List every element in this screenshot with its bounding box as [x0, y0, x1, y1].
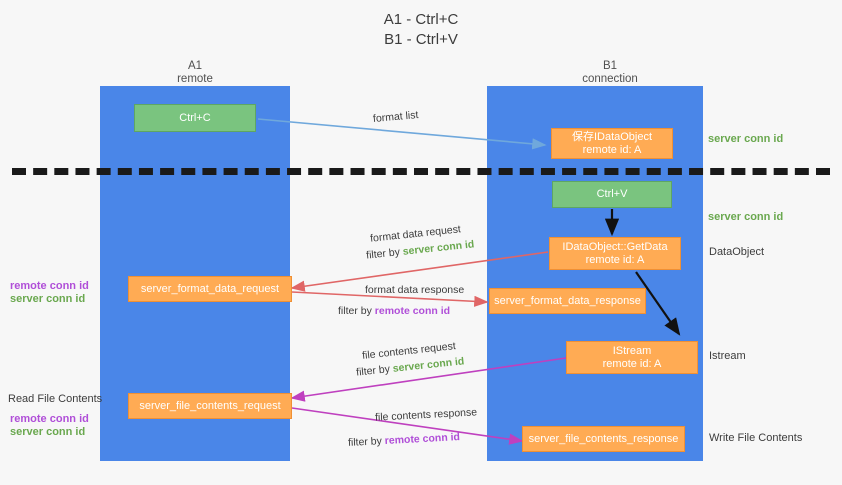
filter-by-text-2: filter by [338, 305, 375, 317]
box-istream-line2: remote id: A [602, 357, 662, 370]
box-idataobject-top-line2: remote id: A [582, 143, 642, 156]
right-label-server-conn-id-2: server conn id [708, 211, 784, 223]
box-istream[interactable]: IStream remote id: A [566, 341, 698, 374]
lane-header-b1: B1 connection [535, 60, 685, 86]
lane-a1-sub: remote [177, 73, 213, 85]
box-idataobject-top[interactable]: 保存IDataObject remote id: A [551, 128, 673, 159]
box-server-file-contents-response-label: server_file_contents_response [528, 432, 679, 445]
box-idataobject-getdata[interactable]: IDataObject::GetData remote id: A [549, 237, 681, 270]
remote-conn-id-text-1: remote conn id [374, 305, 451, 317]
box-ctrl-v[interactable]: Ctrl+V [552, 181, 672, 208]
left-label-remote-conn-id-1: remote conn id [10, 280, 89, 292]
box-ctrl-c-label: Ctrl+C [179, 111, 211, 124]
left-label-server-conn-id-1: server conn id [10, 293, 86, 305]
page-title: A1 - Ctrl+C B1 - Ctrl+V [0, 10, 842, 50]
box-server-format-data-response[interactable]: server_format_data_response [489, 288, 646, 314]
right-label-istream: Istream [709, 350, 746, 362]
remote-conn-id-text-2: remote conn id [384, 431, 461, 447]
box-getdata-line2: remote id: A [585, 253, 645, 266]
box-ctrl-v-label: Ctrl+V [596, 188, 628, 200]
box-server-format-data-response-label: server_format_data_response [494, 294, 641, 307]
left-label-server-conn-id-2: server conn id [10, 426, 86, 438]
filter-by-text-3: filter by [355, 362, 394, 379]
lane-a1-name: A1 [187, 60, 203, 72]
box-server-format-data-request-label: server_format_data_request [140, 282, 280, 295]
connector-label-filter-by-remote-2: filter by remote conn id [348, 431, 461, 450]
right-label-server-conn-id-1: server conn id [708, 133, 784, 145]
filter-by-text-1: filter by [365, 245, 404, 262]
dashed-divider [12, 168, 830, 175]
box-idataobject-top-line1: 保存IDataObject [571, 130, 653, 143]
title-line-2: B1 - Ctrl+V [384, 31, 458, 48]
box-server-file-contents-response[interactable]: server_file_contents_response [522, 426, 685, 452]
connector-label-format-list: format list [372, 109, 419, 125]
title-line-1: A1 - Ctrl+C [383, 11, 459, 28]
connector-label-format-data-response: format data response [365, 284, 465, 296]
box-ctrl-c[interactable]: Ctrl+C [134, 104, 256, 132]
box-server-format-data-request[interactable]: server_format_data_request [128, 276, 292, 302]
right-label-write-file-contents: Write File Contents [709, 432, 803, 444]
right-label-dataobject: DataObject [709, 246, 765, 258]
lane-b1-name: B1 [602, 60, 618, 72]
box-server-file-contents-request[interactable]: server_file_contents_request [128, 393, 292, 419]
filter-by-text-4: filter by [347, 435, 386, 449]
connector-label-filter-by-remote-1: filter by remote conn id [338, 305, 450, 318]
lane-header-a1: A1 remote [120, 60, 270, 86]
left-label-remote-conn-id-2: remote conn id [10, 413, 89, 425]
box-istream-line1: IStream [612, 344, 652, 357]
left-label-read-file-contents: Read File Contents [8, 393, 103, 405]
connector-label-file-contents-response: file contents response [374, 406, 478, 424]
box-getdata-line1: IDataObject::GetData [562, 240, 668, 253]
lane-b1-sub: connection [582, 73, 638, 85]
box-server-file-contents-request-label: server_file_contents_request [139, 399, 281, 412]
